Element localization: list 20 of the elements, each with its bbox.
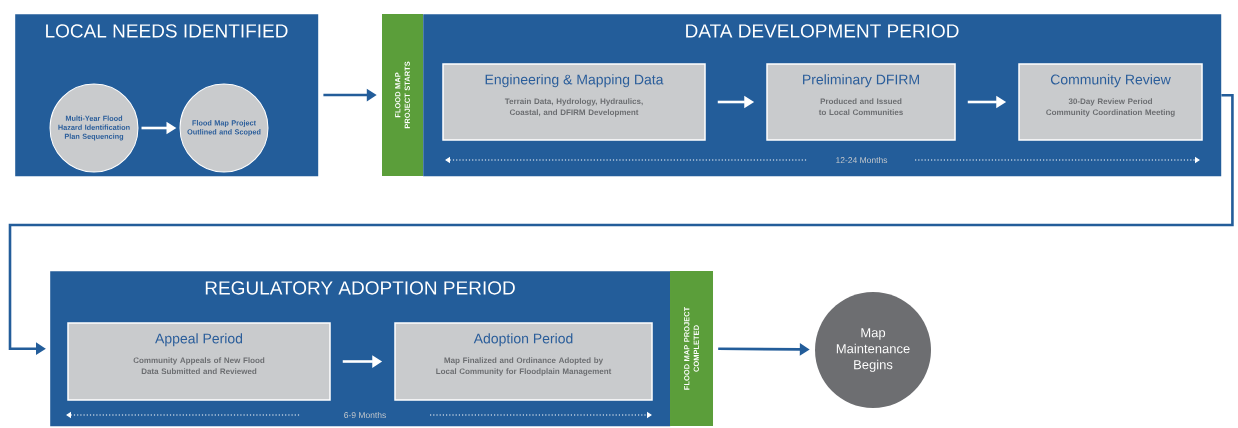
duration-label: 12-24 Months	[836, 156, 888, 164]
box-title: Engineering & Mapping Data	[485, 74, 664, 88]
box-description: 30-Day Review Period Community Coordination Meeting	[1046, 98, 1175, 117]
panel-title: REGULATORY ADOPTION PERIOD	[205, 281, 515, 295]
step-box	[1018, 63, 1203, 141]
box-description: Map Finalized and Ordinance Adopted by Local Community for Floodplain Management	[436, 357, 612, 376]
step-box	[394, 322, 653, 401]
panel-title: DATA DEVELOPMENT PERIOD	[686, 24, 959, 38]
box-title: Adoption Period	[473, 333, 573, 347]
step-box	[766, 63, 956, 141]
box-title: Community Review	[1050, 74, 1171, 88]
box-description: Community Appeals of New Flood Data Submitted and Reviewed	[133, 357, 265, 375]
duration-label: 6-9 Months	[344, 411, 386, 419]
box-description: Terrain Data, Hydrology, Hydraulics, Coastal, and DFIRM Development	[504, 98, 643, 117]
step-box	[67, 322, 331, 401]
box-title: Preliminary DFIRM	[803, 74, 919, 88]
panel-title: LOCAL NEEDS IDENTIFIED	[46, 24, 288, 38]
box-title: Appeal Period	[155, 333, 243, 347]
step-box	[442, 63, 706, 141]
box-description: Produced and Issued to Local Communities	[818, 98, 903, 116]
